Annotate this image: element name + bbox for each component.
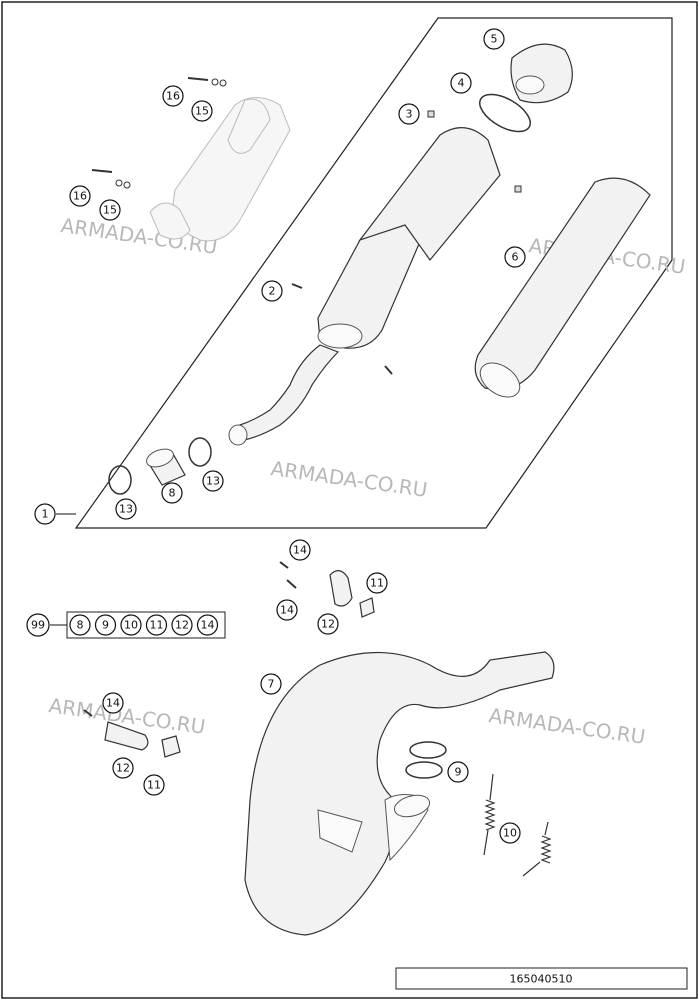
callout-number: 5 (491, 33, 498, 46)
callout-c11b: 11 (143, 774, 165, 796)
ghost-muffler-drawing (91, 77, 291, 242)
callout-c11a: 11 (366, 572, 388, 594)
link-pipe (231, 344, 340, 443)
callout-c6: 6 (504, 246, 526, 268)
callout-number: 9 (455, 766, 462, 779)
kit-list (50, 611, 226, 639)
callout-number: 11 (370, 577, 384, 590)
callout-number: 12 (116, 762, 130, 775)
end-cap-drawing (479, 43, 573, 133)
callout-number: 13 (119, 503, 133, 516)
muffler-assembly-drawing (228, 110, 522, 446)
callout-c13a: 13 (202, 470, 224, 492)
callout-c9: 9 (447, 761, 469, 783)
bracket-kit-drawing-left (83, 709, 181, 758)
callout-number: 2 (269, 285, 276, 298)
callout-c1: 1 (34, 503, 56, 525)
callout-number: 7 (268, 678, 275, 691)
kit-item-number: 10 (124, 619, 138, 632)
kit-item-number: 8 (77, 619, 84, 632)
callout-c14a: 14 (289, 539, 311, 561)
kit-items: 8 9 10 11 12 14 (69, 614, 219, 636)
kit-item-number: 14 (201, 619, 215, 632)
callout-number: 16 (73, 190, 87, 203)
muffler-bracket (358, 127, 501, 261)
springs-drawing (483, 773, 552, 877)
expansion-chamber (244, 651, 555, 936)
kit-item-number: 9 (102, 619, 109, 632)
end-cap (510, 43, 573, 104)
watermark-text: ARMADA-CO.RU (269, 456, 429, 502)
silencer-tube (474, 177, 651, 391)
mount-tab (317, 809, 363, 853)
callout-c14c: 14 (102, 692, 124, 714)
kit-number: 99 (31, 619, 45, 632)
callout-c16b: 16 (69, 185, 91, 207)
callout-c10: 10 (499, 822, 521, 844)
drawing-number-box: 165040510 (395, 967, 688, 990)
silencer-tube-drawing (474, 177, 651, 398)
callout-number: 8 (169, 487, 176, 500)
callout-number: 12 (321, 618, 335, 631)
kit-item: 9 (94, 614, 117, 636)
callout-number: 4 (458, 77, 465, 90)
callout-c14b: 14 (276, 599, 298, 621)
callout-number: 14 (293, 544, 307, 557)
callout-number: 11 (147, 779, 161, 792)
kit-item: 8 (69, 614, 91, 636)
callout-c7: 7 (260, 673, 282, 695)
expansion-chamber-drawing (244, 651, 555, 936)
callout-number: 3 (406, 108, 413, 121)
callout-number: 14 (106, 697, 120, 710)
callout-c13b: 13 (115, 498, 137, 520)
kit-item: 12 (171, 614, 193, 636)
o-ring (479, 93, 531, 133)
callout-number: 6 (512, 251, 519, 264)
kit-item-number: 12 (175, 619, 189, 632)
spring (522, 821, 552, 877)
callout-c15b: 15 (99, 199, 121, 221)
sleeve-gasket-drawing (108, 437, 212, 495)
watermark-text: ARMADA-CO.RU (487, 703, 647, 749)
spring (483, 773, 496, 856)
drawing-number: 165040510 (510, 973, 573, 986)
clip (161, 735, 181, 758)
callout-number: 15 (103, 204, 117, 217)
gasket (188, 437, 212, 467)
o-ring (405, 761, 443, 779)
kit-item-number: 11 (150, 619, 164, 632)
assembly-boundary (74, 17, 673, 529)
gasket (108, 465, 132, 495)
callout-number: 13 (206, 475, 220, 488)
kit-item: 14 (196, 614, 219, 636)
callout-number: 16 (166, 90, 180, 103)
kit-label: 99 (26, 613, 50, 637)
callout-number: 10 (503, 827, 517, 840)
clip (359, 597, 375, 618)
bracket-plate (104, 721, 149, 751)
screw-graphic (291, 283, 303, 289)
callout-c16a: 16 (162, 85, 184, 107)
callout-c2: 2 (261, 280, 283, 302)
callout-c12b: 12 (112, 757, 134, 779)
bracket-plate (329, 570, 353, 607)
callout-c15a: 15 (191, 100, 213, 122)
callout-number: 15 (195, 105, 209, 118)
bracket-kit-drawing (279, 561, 375, 618)
callout-number: 14 (280, 604, 294, 617)
callout-c8: 8 (161, 482, 183, 504)
kit-item: 10 (120, 614, 142, 636)
callout-number: 1 (42, 508, 49, 521)
callout-c4: 4 (450, 72, 472, 94)
bolt-graphic (187, 77, 209, 81)
callout-c12a: 12 (317, 613, 339, 635)
kit-item: 11 (145, 614, 168, 636)
callout-c5: 5 (483, 28, 505, 50)
o-ring (409, 741, 447, 759)
callout-c3: 3 (398, 103, 420, 125)
